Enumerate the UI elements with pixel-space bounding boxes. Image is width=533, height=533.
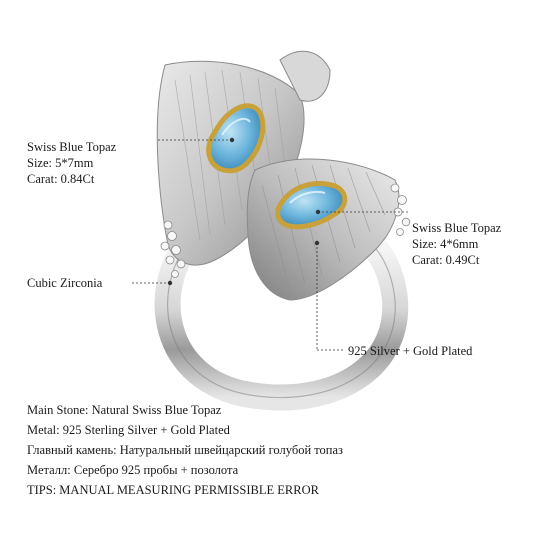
right-stone-callout: Swiss Blue Topaz Size: 4*6mm Carat: 0.49… (412, 220, 501, 268)
left-stone-size: Size: 5*7mm (27, 156, 94, 170)
left-topaz-stone (206, 103, 266, 174)
cubic-zirconia-cluster (160, 183, 411, 278)
right-topaz-stone (275, 181, 348, 230)
right-stone-carat: Carat: 0.49Ct (412, 253, 480, 267)
spec-tips: TIPS: MANUAL MEASURING PERMISSIBLE ERROR (27, 483, 319, 497)
right-stone-title: Swiss Blue Topaz (412, 221, 502, 235)
ring-band (154, 225, 409, 411)
spec-main-stone-ru: Главный камень: Натуральный швейцарский … (27, 443, 343, 457)
spec-main-stone: Main Stone: Natural Swiss Blue Topaz (27, 403, 222, 417)
metal-callout: 925 Silver + Gold Plated (348, 344, 473, 358)
right-stone-size: Size: 4*6mm (412, 237, 479, 251)
spec-metal: Metal: 925 Sterling Silver + Gold Plated (27, 423, 230, 437)
left-stone-title: Swiss Blue Topaz (27, 140, 117, 154)
spec-metal-ru: Металл: Серебро 925 пробы + позолота (27, 463, 239, 477)
left-stone-carat: Carat: 0.84Ct (27, 172, 95, 186)
left-stone-callout: Swiss Blue Topaz Size: 5*7mm Carat: 0.84… (27, 139, 116, 187)
callout-lines (132, 137, 410, 351)
cubic-zirconia-callout: Cubic Zirconia (27, 276, 103, 290)
right-petal (246, 158, 400, 301)
